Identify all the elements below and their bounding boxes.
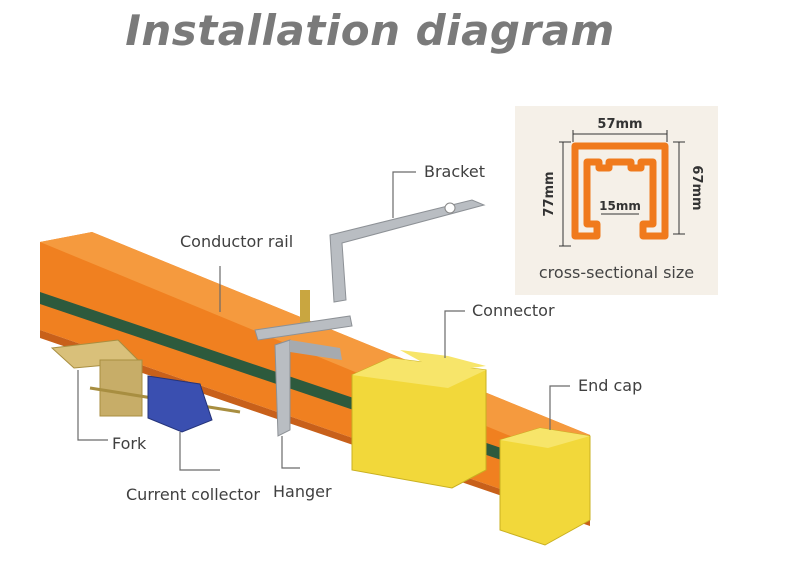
- label-current-collector: Current collector: [126, 485, 260, 504]
- label-bracket: Bracket: [424, 162, 485, 181]
- dim-inner-height: 67mm: [689, 165, 704, 210]
- hanger: [274, 339, 291, 437]
- bracket: [329, 199, 486, 303]
- label-fork: Fork: [112, 434, 147, 453]
- current-collector: [147, 375, 213, 433]
- cross-section-drawing: 57mm 77mm 67mm 15mm: [542, 117, 704, 247]
- dim-width: 57mm: [597, 117, 642, 132]
- dim-slot-width: 15mm: [599, 199, 641, 213]
- cross-section-caption: cross-sectional size: [538, 263, 695, 282]
- label-connector: Connector: [472, 301, 555, 320]
- dim-outer-height: 77mm: [542, 171, 557, 216]
- label-hanger: Hanger: [273, 482, 332, 501]
- label-conductor-rail: Conductor rail: [180, 232, 294, 251]
- page-title: Installation diagram: [125, 6, 615, 55]
- cross-section-inset: 57mm 77mm 67mm 15mm cross-sectional size: [515, 106, 718, 295]
- label-end-cap: End cap: [578, 376, 643, 395]
- rail-profile: [571, 142, 669, 240]
